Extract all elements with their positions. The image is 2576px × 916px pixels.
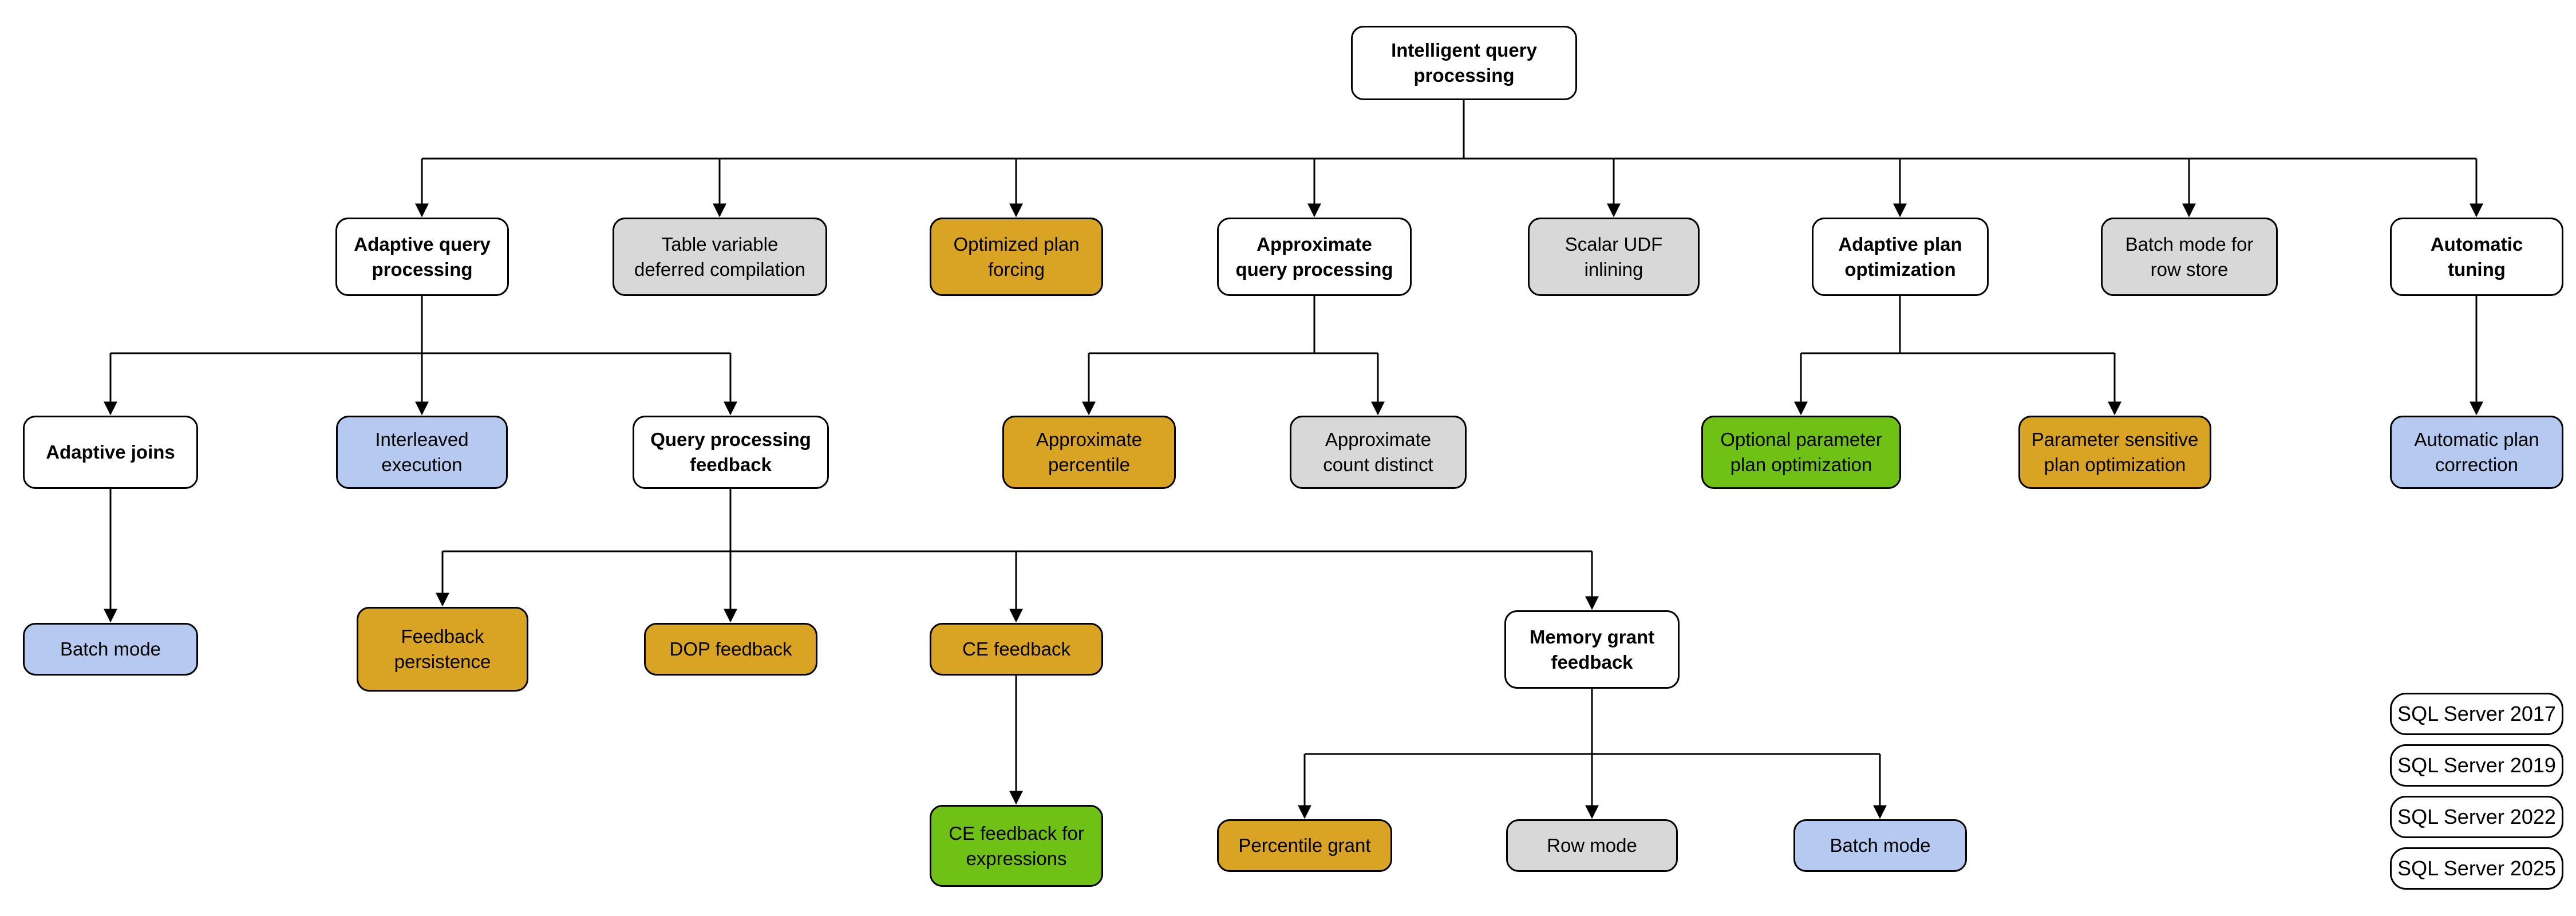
node-query-processing-feedback: Query processing feedback (633, 416, 829, 489)
node-batch-mode-adaptive-joins: Batch mode (23, 623, 198, 676)
node-feedback-persistence: Feedback persistence (357, 607, 528, 692)
node-memory-grant-feedback: Memory grant feedback (1504, 610, 1680, 689)
node-adaptive-joins: Adaptive joins (23, 416, 198, 489)
node-batch-mode-for-row-store: Batch mode for row store (2101, 218, 2278, 296)
node-approximate-percentile: Approximate percentile (1002, 416, 1176, 489)
legend-item-sql-server-2017: SQL Server 2017 (2390, 693, 2563, 735)
legend-item-sql-server-2025: SQL Server 2025 (2390, 847, 2563, 890)
node-table-variable-deferred-compilation: Table variable deferred compilation (613, 218, 827, 296)
legend-item-sql-server-2019: SQL Server 2019 (2390, 744, 2563, 787)
node-optimized-plan-forcing: Optimized plan forcing (930, 218, 1103, 296)
node-interleaved-execution: Interleaved execution (336, 416, 508, 489)
node-optional-parameter-plan-optimization: Optional parameter plan optimization (1701, 416, 1901, 489)
legend-item-sql-server-2022: SQL Server 2022 (2390, 796, 2563, 838)
node-adaptive-query-processing: Adaptive query processing (335, 218, 509, 296)
node-ce-feedback-for-expressions: CE feedback for expressions (930, 805, 1103, 887)
node-percentile-grant: Percentile grant (1217, 819, 1392, 872)
node-dop-feedback: DOP feedback (644, 623, 817, 676)
node-automatic-tuning: Automatic tuning (2390, 218, 2563, 296)
node-adaptive-plan-optimization: Adaptive plan optimization (1812, 218, 1989, 296)
node-batch-mode-memory-grant: Batch mode (1793, 819, 1967, 872)
node-intelligent-query-processing: Intelligent query processing (1351, 26, 1577, 100)
node-row-mode: Row mode (1506, 819, 1678, 872)
node-approximate-query-processing: Approximate query processing (1217, 218, 1412, 296)
node-automatic-plan-correction: Automatic plan correction (2390, 416, 2563, 489)
node-parameter-sensitive-plan-optimization: Parameter sensitive plan optimization (2018, 416, 2211, 489)
node-approximate-count-distinct: Approximate count distinct (1290, 416, 1467, 489)
node-ce-feedback: CE feedback (930, 623, 1103, 676)
node-scalar-udf-inlining: Scalar UDF inlining (1528, 218, 1700, 296)
